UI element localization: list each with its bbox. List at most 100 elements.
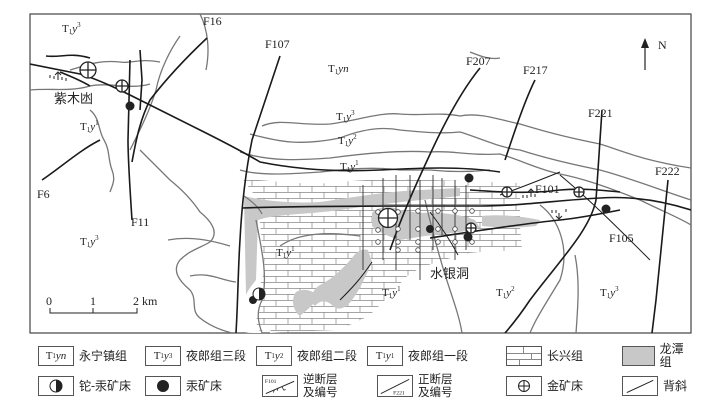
fault-label: F101 (535, 182, 560, 196)
longtan-formation-area (311, 249, 372, 309)
longtan-formation-area (372, 207, 480, 240)
fault-f222 (651, 179, 669, 333)
legend-label: 永宁镇组 (79, 348, 128, 363)
scale-tick: 2 km (133, 294, 158, 308)
mercury-deposit-icon (464, 173, 474, 183)
fault-label: F217 (523, 63, 548, 77)
gold-deposit-icon (501, 186, 513, 198)
unit-label: T1y2 (338, 133, 357, 148)
unit-label: T1y1 (382, 285, 401, 300)
gray-fill-swatch (622, 346, 655, 366)
fault-ornaments (49, 71, 567, 220)
legend-swatch (622, 376, 658, 396)
fault-label: F222 (655, 164, 680, 178)
scale-tick: 0 (46, 294, 52, 308)
legend-swatch (38, 376, 74, 396)
mercury-deposit-icon (601, 204, 611, 214)
fault-label: F6 (37, 187, 50, 201)
unit-label: T1y1 (80, 119, 99, 134)
unit-label: T1y1 (276, 245, 295, 260)
legend-item-tl-hg: 铊-汞矿床 (38, 373, 131, 399)
mercury-deposit-icon (426, 225, 434, 233)
north-label: N (658, 38, 667, 52)
place-label-zimudang: 紫木凼 (54, 92, 93, 107)
fault-f217 (504, 79, 536, 161)
anticline-icon (626, 379, 654, 394)
mercury-deposit-icon (463, 232, 473, 242)
legend-item-normal-fault: F221 正断层 及编号 (377, 371, 453, 401)
gold-deposits (79, 61, 585, 234)
gold-deposit-icon (465, 222, 477, 234)
legend-label: 夜郎组三段 (186, 348, 247, 363)
scale-tick: 1 (90, 294, 96, 308)
legend-box-text: F101 (265, 379, 277, 385)
unit-label: T1y3 (336, 109, 355, 124)
legend-item-changxing: 长兴组 (506, 343, 583, 369)
legend-item-longtan: 龙潭组 (622, 343, 692, 369)
gold-deposit-icon (115, 79, 129, 93)
legend-label-line: 正断层 (418, 372, 453, 386)
fault-f107 (235, 55, 281, 333)
legend-swatch (506, 376, 542, 396)
fault-label: F221 (588, 106, 613, 120)
legend-label: 金矿床 (547, 378, 584, 393)
tl-hg-deposit-icon (252, 287, 266, 301)
north-arrow (641, 38, 649, 70)
legend-item-anticline: 背斜 (622, 373, 687, 399)
gold-deposit-icon (573, 186, 585, 198)
legend-label: 逆断层 及编号 (303, 373, 338, 399)
legend-label: 汞矿床 (186, 378, 223, 393)
longtan-formation-area (293, 289, 318, 316)
fault-label: F11 (131, 215, 149, 229)
fault-f101 (469, 188, 621, 194)
reverse-fault-icon: F101 (265, 379, 295, 394)
fault-f6 (41, 139, 101, 181)
fault-f105 (429, 209, 621, 239)
unit-label: T1yn (328, 63, 349, 76)
fault-f221 (504, 109, 603, 333)
gold-deposit-icon (79, 61, 97, 79)
legend-box-text: F221 (393, 391, 405, 397)
brick-pattern-swatch (506, 346, 542, 366)
exploration-grid (362, 175, 467, 280)
reverse-fault-swatch: F101 (262, 375, 298, 397)
legend-label: 龙潭组 (659, 342, 684, 369)
legend-label: 夜郎组二段 (297, 348, 358, 363)
unit-label: T1y3 (62, 21, 81, 36)
legend-label-line: 及编号 (418, 385, 453, 399)
mercury-deposit-icon (125, 101, 135, 111)
legend-item-reverse-fault: F101 逆断层 及编号 (262, 371, 338, 401)
normal-fault-icon: F221 (380, 378, 410, 397)
place-label-shuiyindong: 水银洞 (430, 267, 469, 282)
legend-swatch (145, 376, 181, 396)
fault-f11 (127, 59, 133, 221)
legend-label: 背斜 (663, 378, 688, 393)
legend-label: 长兴组 (547, 348, 584, 363)
fault-label: F207 (466, 54, 491, 68)
legend-label: 夜郎组一段 (408, 348, 469, 363)
fault-f207 (389, 67, 481, 251)
fault-label: F16 (203, 14, 222, 28)
fault-label: F105 (609, 231, 634, 245)
gold-deposit-icon (377, 207, 399, 229)
legend-label: 铊-汞矿床 (79, 378, 132, 393)
fault-f16 (131, 37, 208, 163)
tl-hg-deposit-icon (49, 379, 63, 393)
unit-label: T1y2 (496, 285, 515, 300)
legend-label-line: 及编号 (303, 385, 338, 399)
mercury-deposit-icon (157, 380, 169, 392)
scale-bar (49, 308, 138, 314)
gold-deposit-icon (518, 380, 530, 392)
unit-label: T1y3 (600, 285, 619, 300)
